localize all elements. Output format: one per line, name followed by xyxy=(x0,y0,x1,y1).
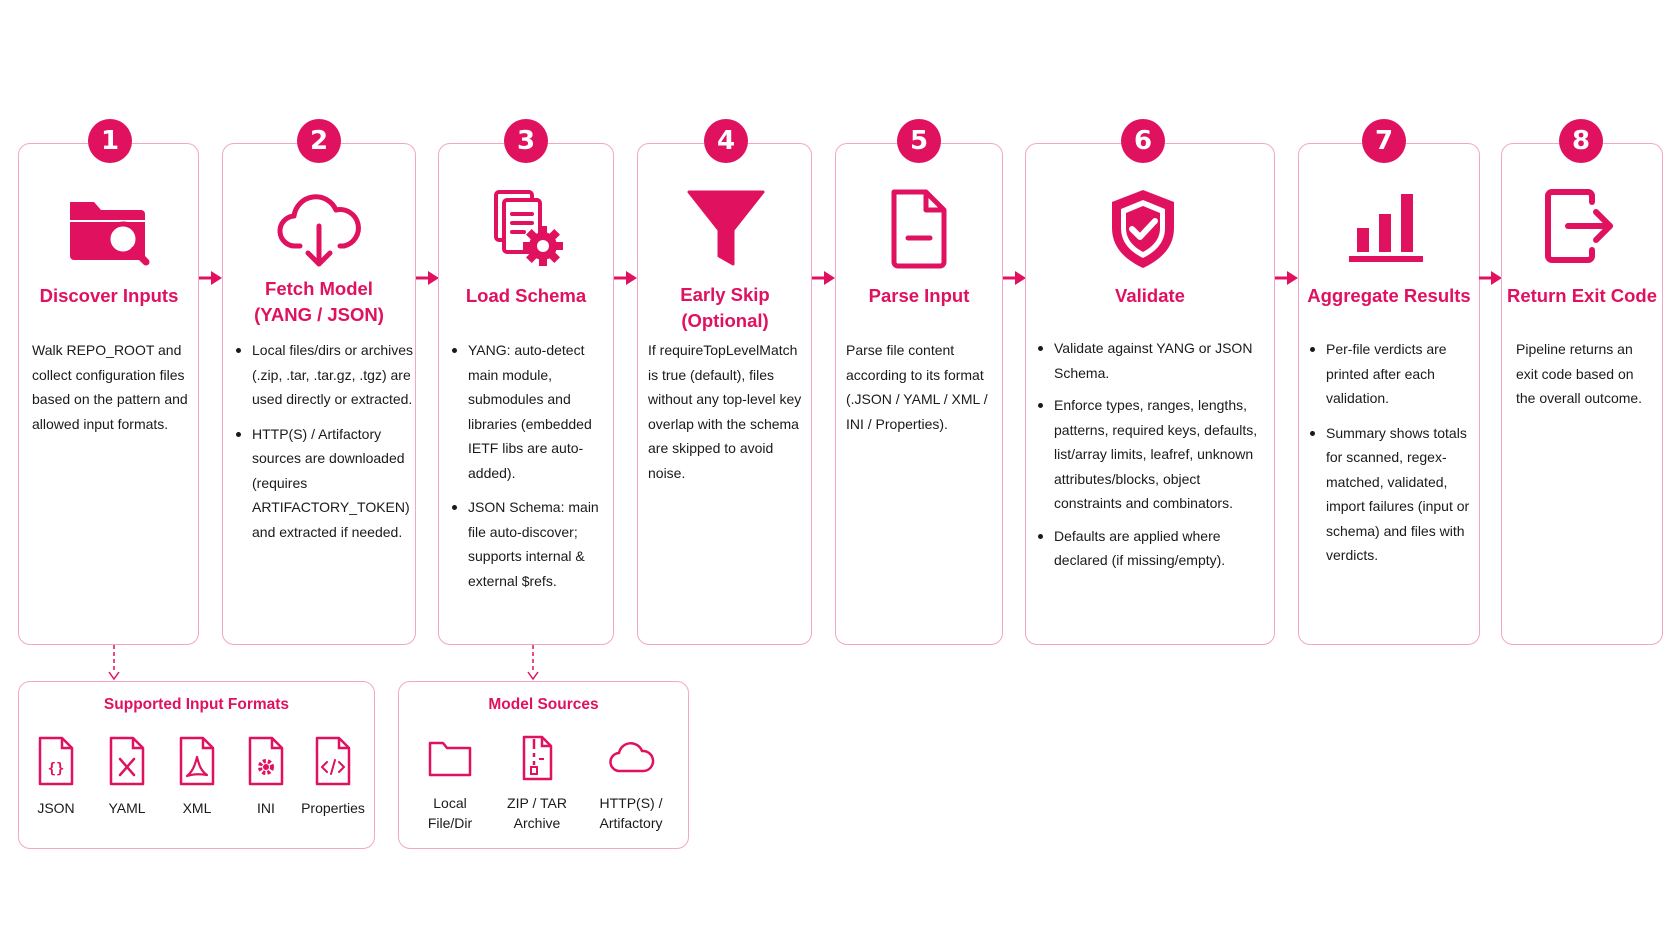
format-ini: INI xyxy=(231,735,301,817)
cloud-download-icon xyxy=(274,186,364,272)
format-yaml: YAML xyxy=(92,735,162,817)
step-number-badge: 8 xyxy=(1559,119,1603,163)
step-title: Parse Input xyxy=(868,285,970,306)
model-sources-title: Model Sources xyxy=(488,696,599,713)
source-http-artifactory: HTTP(S) / Artifactory xyxy=(581,735,681,833)
format-label: JSON xyxy=(37,800,75,816)
flow-arrow-icon xyxy=(416,268,440,288)
format-label: YAML xyxy=(108,800,146,816)
step-number-badge: 5 xyxy=(897,119,941,163)
bullet-item: Validate against YANG or JSON Schema. xyxy=(1036,336,1270,385)
step-description: Per-file verdicts are printed after each… xyxy=(1308,337,1476,568)
step-description: Walk REPO_ROOT and collect configuration… xyxy=(32,342,188,432)
bullet-item: JSON Schema: main file auto-discover; su… xyxy=(450,495,610,593)
bullet-item: Defaults are applied where declared (if … xyxy=(1036,524,1270,573)
step-title: Fetch Model (YANG / JSON) xyxy=(254,278,384,325)
documents-gear-icon xyxy=(482,186,572,272)
step-title: Early Skip (Optional) xyxy=(680,284,770,331)
bullet-item: YANG: auto-detect main module, submodule… xyxy=(450,338,610,485)
document-icon xyxy=(874,186,964,272)
step-card-parse-input xyxy=(835,143,1003,645)
dashed-connector-icon xyxy=(107,645,121,681)
flow-arrow-icon xyxy=(199,268,223,288)
shield-check-icon xyxy=(1098,186,1188,272)
format-label: INI xyxy=(257,800,275,816)
step-number-badge: 4 xyxy=(704,119,748,163)
format-xml: XML xyxy=(162,735,232,817)
step-number-badge: 1 xyxy=(88,119,132,163)
step-title: Validate xyxy=(1115,285,1185,306)
cloud-icon xyxy=(609,742,655,773)
bullet-item: Local files/dirs or archives (.zip, .tar… xyxy=(234,338,414,412)
flow-arrow-icon xyxy=(812,268,836,288)
model-sources-panel xyxy=(398,681,689,849)
step-description: Local files/dirs or archives (.zip, .tar… xyxy=(234,338,414,544)
source-label: HTTP(S) / Artifactory xyxy=(599,795,663,831)
step-description: Validate against YANG or JSON Schema. En… xyxy=(1036,336,1270,573)
source-label: ZIP / TAR Archive xyxy=(507,795,567,831)
bullet-item: Enforce types, ranges, lengths, patterns… xyxy=(1036,393,1270,516)
format-properties: Properties xyxy=(298,735,368,817)
archive-file-icon xyxy=(522,735,553,781)
flow-arrow-icon xyxy=(614,268,638,288)
properties-file-icon xyxy=(315,736,351,786)
folder-search-icon xyxy=(64,186,154,272)
ini-file-icon xyxy=(248,736,284,786)
format-json: {} JSON xyxy=(21,735,91,817)
supported-input-formats-title: Supported Input Formats xyxy=(103,696,290,713)
step-number-badge: 2 xyxy=(297,119,341,163)
step-title: Aggregate Results xyxy=(1307,285,1471,306)
step-description: If requireTopLevelMatch is true (default… xyxy=(648,342,802,481)
source-zip-tar-archive: ZIP / TAR Archive xyxy=(487,735,587,833)
yaml-file-icon xyxy=(109,736,145,786)
source-local-file-dir: Local File/Dir xyxy=(400,735,500,833)
exit-arrow-icon xyxy=(1536,186,1626,272)
dashed-connector-icon xyxy=(526,645,540,681)
format-label: XML xyxy=(182,800,212,816)
flow-arrow-icon xyxy=(1003,268,1027,288)
flow-arrow-icon xyxy=(1275,268,1299,288)
step-description: Pipeline returns an exit code based on t… xyxy=(1516,341,1643,406)
filter-funnel-icon xyxy=(681,186,771,272)
flow-arrow-icon xyxy=(1479,268,1503,288)
step-title: Return Exit Code xyxy=(1506,285,1658,306)
folder-icon xyxy=(428,741,472,777)
source-label: Local File/Dir xyxy=(427,795,473,831)
bullet-item: HTTP(S) / Artifactory sources are downlo… xyxy=(234,422,414,545)
xml-file-icon xyxy=(179,736,215,786)
bullet-item: Per-file verdicts are printed after each… xyxy=(1308,337,1476,411)
step-title: Discover Inputs xyxy=(39,285,179,306)
bullet-item: Summary shows totals for scanned, regex-… xyxy=(1308,421,1476,568)
step-number-badge: 7 xyxy=(1362,119,1406,163)
step-title: Load Schema xyxy=(465,285,587,306)
json-file-icon: {} xyxy=(38,736,74,786)
supported-input-formats-panel xyxy=(18,681,375,849)
format-label: Properties xyxy=(301,800,365,816)
step-number-badge: 3 xyxy=(504,119,548,163)
step-description: Parse file content according to its form… xyxy=(846,342,988,432)
bar-chart-icon xyxy=(1341,186,1431,272)
step-description: YANG: auto-detect main module, submodule… xyxy=(450,338,610,593)
svg-text:{}: {} xyxy=(48,761,65,777)
step-number-badge: 6 xyxy=(1121,119,1165,163)
